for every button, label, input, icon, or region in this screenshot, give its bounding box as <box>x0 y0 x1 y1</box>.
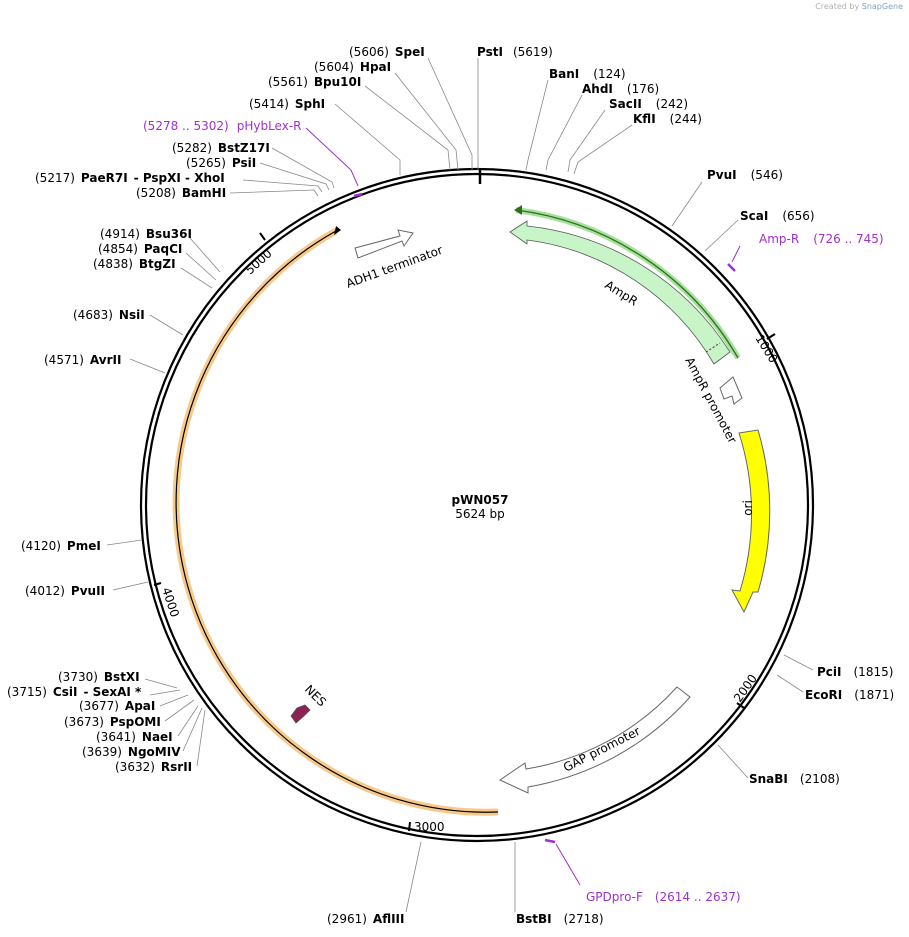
site-label[interactable]: AhdI(176) <box>582 82 659 96</box>
feature-ampr-label: AmpR <box>602 278 640 309</box>
site-label[interactable]: (4854)PaqCI <box>98 242 182 256</box>
site-label[interactable]: ScaI(656) <box>740 209 815 223</box>
feature-ori[interactable] <box>731 429 771 614</box>
feature-adh1-terminator[interactable] <box>354 229 414 259</box>
site-labels: (5606)SpeI PstI(5619) (5604)HpaI BanI(12… <box>7 45 894 926</box>
feature-gap-promoter[interactable] <box>498 686 691 794</box>
primer-marker-ampr <box>727 263 736 272</box>
site-label[interactable]: (5208)BamHI <box>136 186 226 200</box>
tick-label-1000: 1000 <box>752 332 780 365</box>
feature-nes-label: NES <box>302 682 329 709</box>
primer-leaders <box>305 127 741 886</box>
site-label[interactable]: (3641)NaeI <box>96 730 173 744</box>
tick-label-4000: 4000 <box>159 586 182 619</box>
site-label[interactable]: (5265)PsiI <box>186 156 256 170</box>
primer-label-ampr[interactable]: Amp-R(726 .. 745) <box>759 232 884 246</box>
orf-arrowhead <box>334 226 341 235</box>
orf-line <box>175 230 499 813</box>
site-label[interactable]: (5606)SpeI <box>349 45 425 59</box>
backbone-outer-ring <box>139 167 815 843</box>
snapgene-brand: SnapGene <box>861 2 903 11</box>
ampr-dotted-divider <box>705 342 721 353</box>
tick-mark-2000 <box>736 702 745 709</box>
tick-label-3000: 3000 <box>414 820 445 834</box>
site-leaders <box>106 57 814 913</box>
credit-prefix: Created by <box>815 2 860 11</box>
site-label[interactable]: (4914)Bsu36I <box>100 227 192 241</box>
site-label[interactable]: (4571)AvrII <box>44 353 121 367</box>
site-label[interactable]: BanI(124) <box>549 67 626 81</box>
tick-mark-4000 <box>153 582 162 586</box>
primer-labels: (5278 .. 5302)pHybLex-R Amp-R(726 .. 745… <box>143 119 884 904</box>
site-label[interactable]: EcoRI(1871) <box>805 688 894 702</box>
ampr-orf-arrowhead <box>514 205 522 215</box>
feature-nes[interactable] <box>290 704 311 724</box>
site-label[interactable]: KflI(244) <box>633 112 702 126</box>
site-label[interactable]: (3677)ApaI <box>79 699 155 713</box>
primer-marker-gpdpro <box>544 838 556 844</box>
site-label[interactable]: (2961)AflIII <box>327 912 404 926</box>
plasmid-size: 5624 bp <box>455 507 505 521</box>
backbone-inner-ring <box>144 172 810 838</box>
site-label[interactable]: (3639)NgoMIV <box>82 745 181 759</box>
site-label[interactable]: (3715)CsiI- SexAI * <box>7 685 142 699</box>
tick-mark-5000 <box>259 232 266 241</box>
site-label[interactable]: (4838)BtgZI <box>93 257 176 271</box>
site-label[interactable]: (3730)BstXI <box>58 670 140 684</box>
site-label[interactable]: (3673)PspOMI <box>64 715 161 729</box>
site-label[interactable]: (4120)PmeI <box>21 539 101 553</box>
ampr-orf-line <box>515 209 739 359</box>
site-label[interactable]: PstI(5619) <box>477 45 553 59</box>
site-label[interactable]: (5561)Bpu10I <box>268 75 361 89</box>
site-label[interactable]: (5217)PaeR7I- PspXI - XhoI <box>35 171 225 185</box>
feature-ampr-promoter-label: AmpR promoter <box>682 355 739 446</box>
site-label[interactable]: BstBI(2718) <box>516 912 604 926</box>
feature-ampr-promoter[interactable] <box>719 376 743 405</box>
site-label[interactable]: (4683)NsiI <box>73 308 145 322</box>
plasmid-name: pWN057 <box>452 493 509 507</box>
primer-label-phyblex[interactable]: (5278 .. 5302)pHybLex-R <box>143 119 301 133</box>
site-label[interactable]: (5414)SphI <box>249 97 325 111</box>
site-label[interactable]: SacII(242) <box>609 97 688 111</box>
feature-gap-promoter-label: GAP promoter <box>561 724 642 775</box>
site-label[interactable]: (5282)BstZ17I <box>172 141 270 155</box>
primer-marker-phyblex <box>353 192 363 198</box>
scale-ticks: 1000 2000 3000 4000 5000 <box>153 232 781 834</box>
site-label[interactable]: SnaBI(2108) <box>749 772 840 786</box>
site-label[interactable]: PciI(1815) <box>817 665 893 679</box>
site-label[interactable]: (3632)RsrII <box>115 760 192 774</box>
primer-label-gpdpro[interactable]: GPDpro-F(2614 .. 2637) <box>586 890 741 904</box>
feature-ori-label: ori <box>741 500 755 516</box>
tick-mark-3000 <box>408 821 411 832</box>
snapgene-credit: Created by SnapGene <box>815 2 903 11</box>
site-label[interactable]: (4012)PvuII <box>25 584 105 598</box>
site-label[interactable]: PvuI(546) <box>707 168 783 182</box>
feature-ampr[interactable] <box>509 220 731 365</box>
tick-mark-1000 <box>766 333 776 340</box>
site-label[interactable]: (5604)HpaI <box>314 60 391 74</box>
tick-label-2000: 2000 <box>731 672 760 705</box>
